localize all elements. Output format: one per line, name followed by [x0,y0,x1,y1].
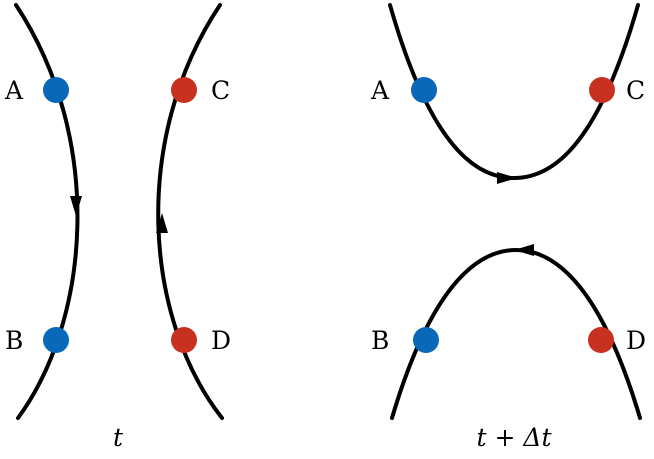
right-point-a-label: A [370,76,390,105]
left-curve-cd-arrow-up [156,213,168,233]
right-curve-ac-arrow-right [497,172,517,184]
right-point-d-dot [588,327,614,353]
right-point-b-label: B [371,326,389,355]
right-point-d-label: D [626,326,646,355]
left-curve-ab-arrow-down [70,196,82,216]
right-point-b-dot [413,327,439,353]
right-point-a-dot [411,77,437,103]
left-point-c-dot [171,77,197,103]
right-point-c-dot [589,77,615,103]
left-curve-cd [156,3,224,420]
left-point-a-dot [43,77,69,103]
left-point-d-dot [171,327,197,353]
right-point-c-label: C [626,76,645,105]
right-curve-bd-arrow-left [514,244,534,256]
left-point-c-label: C [211,76,230,105]
left-point-b-dot [43,327,69,353]
left-panel-caption: t [113,423,124,452]
right-panel-caption: t + Δt [477,423,553,452]
left-point-d-label: D [211,326,231,355]
left-point-a-label: A [4,76,24,105]
right-panel: A B C D t + Δt [370,3,646,452]
left-point-b-label: B [5,326,23,355]
left-curve-ab [14,3,80,420]
left-panel: A B C D t [4,3,231,452]
